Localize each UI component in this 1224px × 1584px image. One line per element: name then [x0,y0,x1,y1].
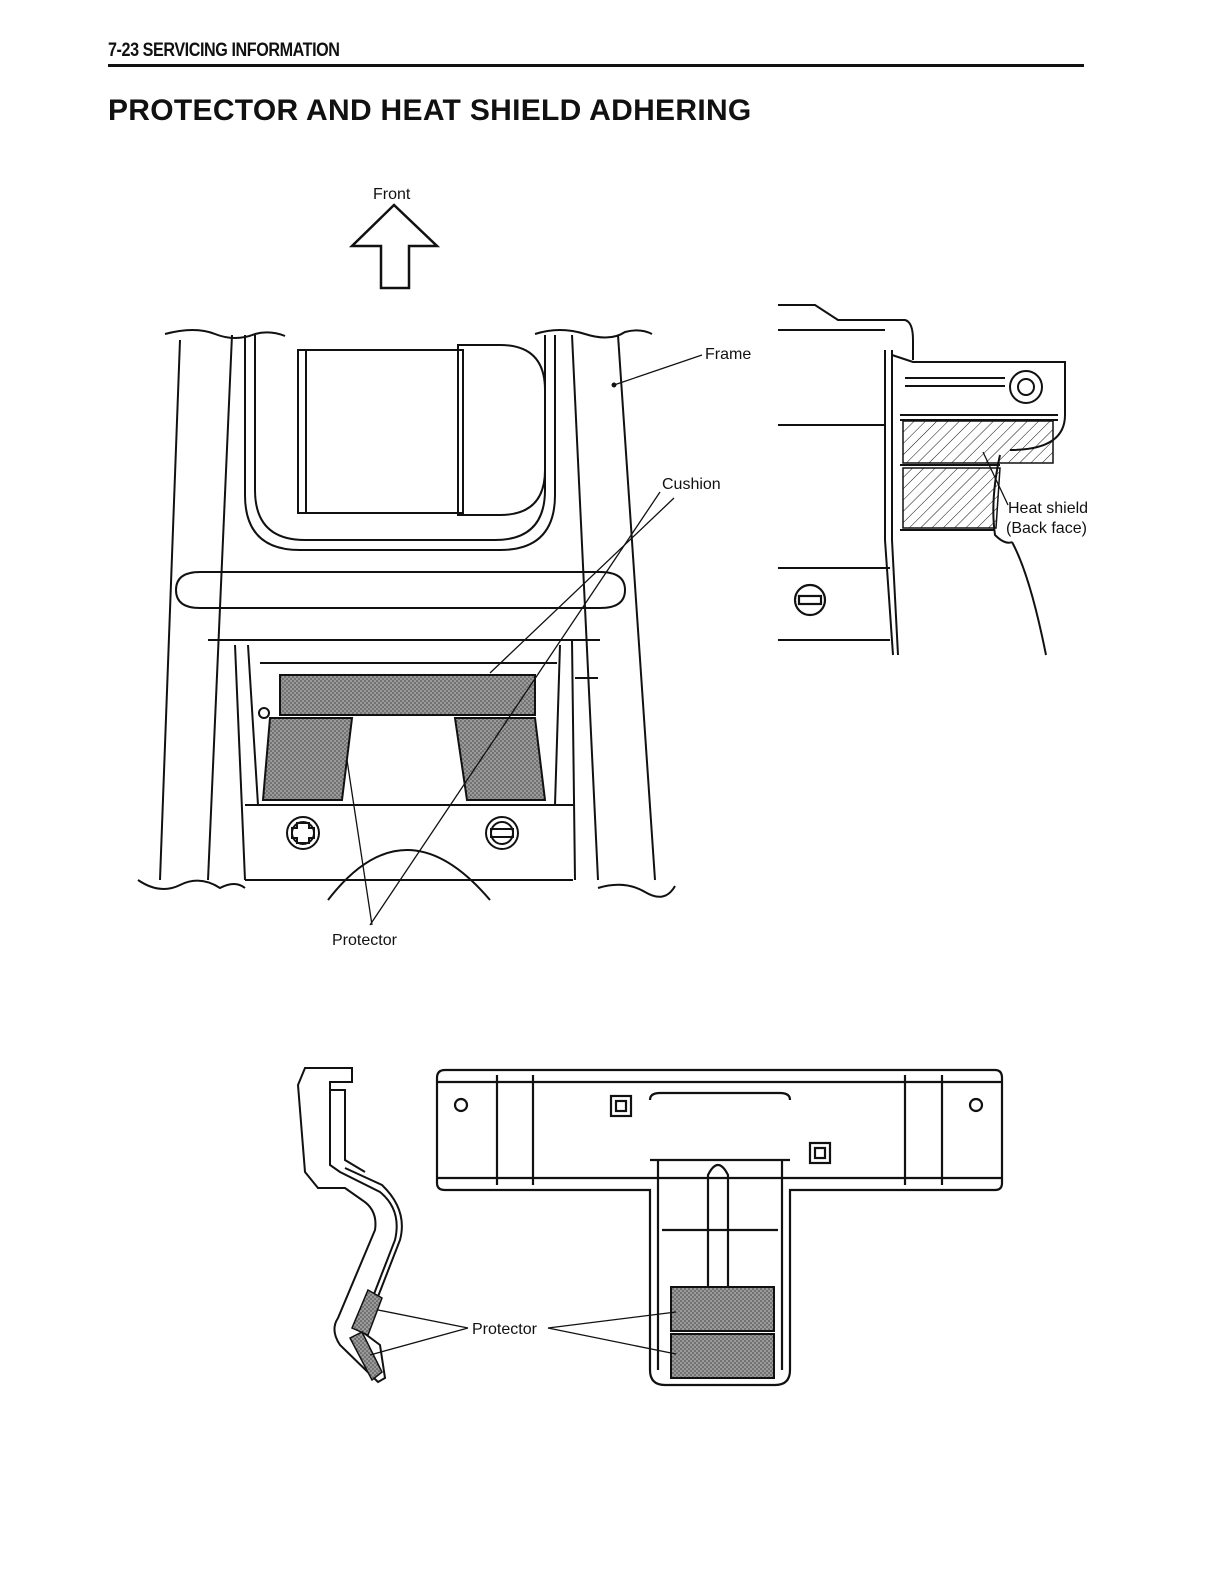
protector-pad-left [263,718,352,800]
bolt-icon [1010,371,1042,403]
frame-label: Frame [705,346,751,363]
terminal-minus-icon [486,817,518,849]
cushion-strip [280,675,535,715]
front-label: Front [373,186,411,203]
protector-label-top: Protector [332,932,398,949]
protector-label-bottom: Protector [472,1321,538,1338]
back-face-label: (Back face) [1006,520,1087,537]
front-arrow-icon [352,205,437,288]
plate-protector-pads [671,1287,774,1378]
cushion-label: Cushion [662,476,721,493]
battery-compartment-drawing [138,330,675,900]
heat-shield-label: Heat shield [1008,500,1088,517]
terminal-plus-icon [287,817,319,849]
bracket-profile-drawing [298,1068,402,1382]
terminal-minus-side-icon [795,585,825,615]
